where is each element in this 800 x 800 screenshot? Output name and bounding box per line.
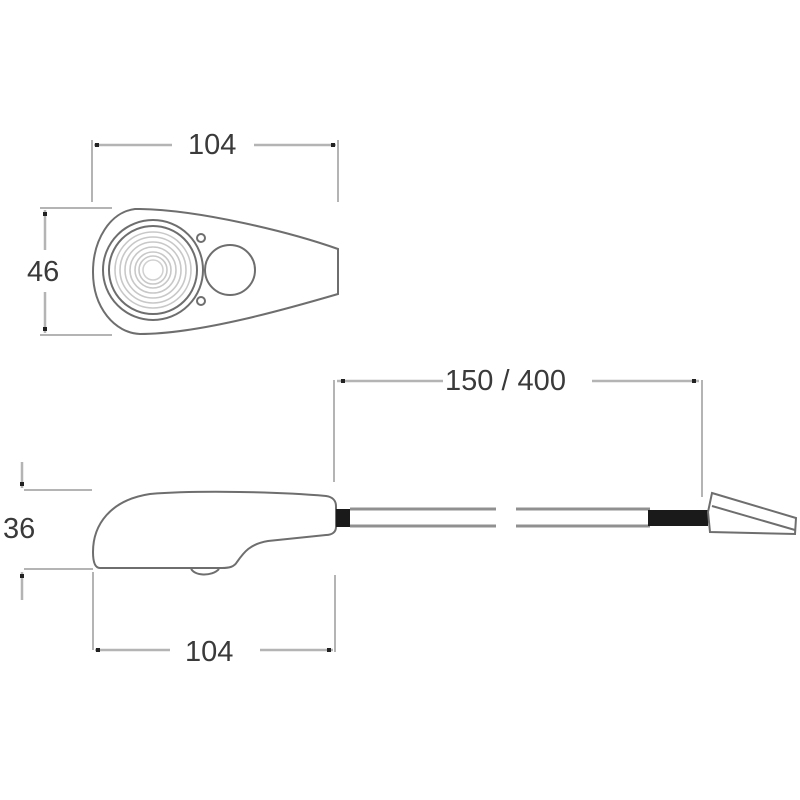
screw-hole-icon: [196, 233, 206, 243]
arrow-tick: [331, 143, 335, 147]
lens-rim: [108, 225, 198, 315]
connector-edge: [711, 505, 796, 531]
side-view: [20, 379, 798, 652]
arrow-tick: [95, 143, 99, 147]
lens-bezel: [102, 219, 204, 321]
arrow-tick: [327, 648, 331, 652]
arrow-tick: [20, 574, 24, 578]
screw-hole-icon: [196, 296, 206, 306]
arrow-tick: [692, 379, 696, 383]
arrow-tick: [96, 648, 100, 652]
arrow-tick: [43, 327, 47, 331]
side-height-dimension-label: 36: [3, 513, 36, 545]
lamp-body-outline: [91, 208, 339, 336]
cable-length-dimension-label: 150 / 400: [445, 365, 566, 397]
top-height-dimension-label: 46: [27, 256, 60, 288]
cable-sleeve-far: [648, 510, 708, 526]
cable-entry-circle: [204, 244, 256, 296]
top-view: [40, 140, 339, 336]
lens-fresnel-rings: [114, 231, 192, 309]
top-width-dimension-label: 104: [188, 129, 237, 161]
lamp-body-profile: [91, 490, 337, 569]
connector-plug: [706, 491, 798, 536]
cable-sleeve-near: [336, 509, 350, 527]
mounting-foot: [190, 567, 220, 576]
arrow-tick: [43, 212, 47, 216]
arrow-tick: [341, 379, 345, 383]
arrow-tick: [20, 482, 24, 486]
cable: [336, 507, 708, 528]
lens-center: [142, 259, 164, 281]
side-width-dimension-label: 104: [185, 636, 234, 668]
